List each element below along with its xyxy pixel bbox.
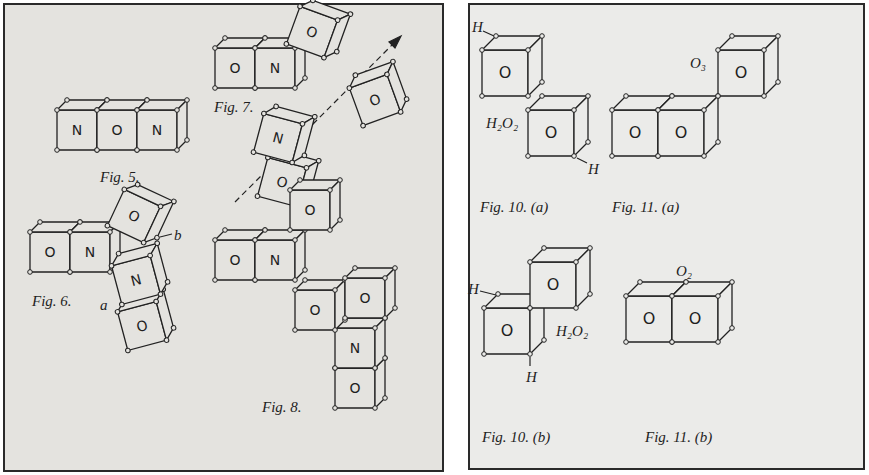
element-symbol: N bbox=[137, 110, 177, 150]
figure-caption: Fig. 5. bbox=[100, 169, 140, 185]
cube-outline bbox=[482, 36, 542, 96]
atom-cube: N bbox=[255, 230, 305, 280]
atom-cube: N bbox=[137, 100, 187, 150]
element-symbol: O bbox=[215, 240, 255, 280]
figure-label: H bbox=[526, 368, 537, 386]
figure-label: Fig. 10. (a) bbox=[480, 198, 548, 216]
figure-label: Fig. 11. (b) bbox=[645, 428, 712, 446]
element-symbol: O bbox=[672, 296, 718, 342]
figure-caption: Fig. 11. (b) bbox=[645, 429, 712, 445]
element-symbol: O bbox=[482, 50, 528, 96]
atom-cube: N bbox=[109, 243, 170, 304]
figure-label: O₃ bbox=[690, 55, 706, 71]
figure-label: H bbox=[468, 280, 479, 298]
leader-line bbox=[483, 31, 494, 36]
atom-cube: O bbox=[718, 36, 778, 96]
figure-caption: Fig. 6. bbox=[32, 293, 72, 309]
figure-label: Fig. 11. (a) bbox=[612, 198, 679, 216]
cube-outline bbox=[658, 96, 718, 156]
figure-label: Fig. 6. bbox=[32, 292, 72, 310]
element-symbol: O bbox=[335, 368, 375, 408]
leader-line bbox=[529, 357, 530, 366]
atom-cube: O bbox=[672, 282, 732, 342]
cube-outline bbox=[530, 248, 590, 308]
element-symbol: N bbox=[57, 110, 97, 150]
figure-label: H bbox=[526, 369, 537, 385]
element-symbol: O bbox=[528, 110, 574, 156]
element-symbol: N bbox=[255, 240, 295, 280]
leader-line bbox=[160, 234, 172, 237]
figure-label: O₂ bbox=[676, 263, 692, 279]
leader-line bbox=[577, 158, 587, 163]
figure-label: H bbox=[588, 161, 599, 177]
element-symbol: O bbox=[30, 232, 70, 272]
figure-caption: Fig. 11. (a) bbox=[612, 199, 679, 215]
element-symbol: O bbox=[345, 278, 385, 318]
element-symbol: O bbox=[290, 190, 330, 230]
figure-label: H bbox=[468, 281, 479, 297]
atom-cube: O bbox=[290, 180, 340, 230]
element-symbol: N bbox=[255, 48, 295, 88]
figure-caption: Fig. 10. (a) bbox=[480, 199, 548, 215]
element-symbol: O bbox=[612, 110, 658, 156]
element-symbol: O bbox=[530, 262, 576, 308]
atom-cube: O bbox=[345, 268, 395, 318]
figure-label: H₂O₂ bbox=[486, 115, 518, 131]
figure-label: Fig. 7. bbox=[214, 98, 254, 116]
figure-label: O₂ bbox=[676, 262, 692, 280]
figure-caption: Fig. 10. (b) bbox=[482, 429, 550, 445]
element-symbol: O bbox=[658, 110, 704, 156]
figure-label: H bbox=[472, 19, 483, 35]
figure-label: H bbox=[472, 18, 483, 36]
figure-label: H bbox=[588, 160, 599, 178]
atom-cube: O bbox=[482, 36, 542, 96]
figure-label: O₃ bbox=[690, 54, 706, 72]
atom-cube: O bbox=[528, 96, 588, 156]
element-symbol: O bbox=[626, 296, 672, 342]
figure-label: a bbox=[100, 297, 108, 313]
element-symbol: O bbox=[295, 290, 335, 330]
figure-label: H₂O₂ bbox=[486, 114, 518, 132]
element-symbol: N bbox=[70, 232, 110, 272]
element-symbol: O bbox=[718, 50, 764, 96]
atom-cube: N bbox=[254, 104, 315, 165]
leader-line bbox=[480, 291, 496, 295]
figure-label: Fig. 10. (b) bbox=[482, 428, 550, 446]
figure-label: b bbox=[174, 227, 182, 243]
figure-label: H₂O₂ bbox=[556, 323, 588, 339]
element-symbol: O bbox=[97, 110, 137, 150]
atom-cube: O bbox=[530, 248, 590, 308]
atom-cube: N bbox=[335, 318, 385, 368]
atom-cube: O bbox=[658, 96, 718, 156]
element-symbol: O bbox=[215, 48, 255, 88]
figure-label: Fig. 5. bbox=[100, 168, 140, 186]
atom-cube: O bbox=[346, 62, 410, 126]
cube-outline bbox=[718, 36, 778, 96]
figure-label: Fig. 8. bbox=[262, 398, 302, 416]
atom-cube: O bbox=[295, 280, 345, 330]
figure-caption: Fig. 8. bbox=[262, 399, 302, 415]
arrow-head bbox=[389, 36, 401, 48]
figure-caption: Fig. 7. bbox=[214, 99, 254, 115]
figure-label: H₂O₂ bbox=[556, 322, 588, 340]
element-symbol: N bbox=[335, 328, 375, 368]
element-symbol: O bbox=[484, 308, 530, 354]
cube-outline bbox=[672, 282, 732, 342]
figure-label: b bbox=[174, 226, 182, 244]
cube-outline bbox=[528, 96, 588, 156]
figure-label: a bbox=[100, 296, 108, 314]
